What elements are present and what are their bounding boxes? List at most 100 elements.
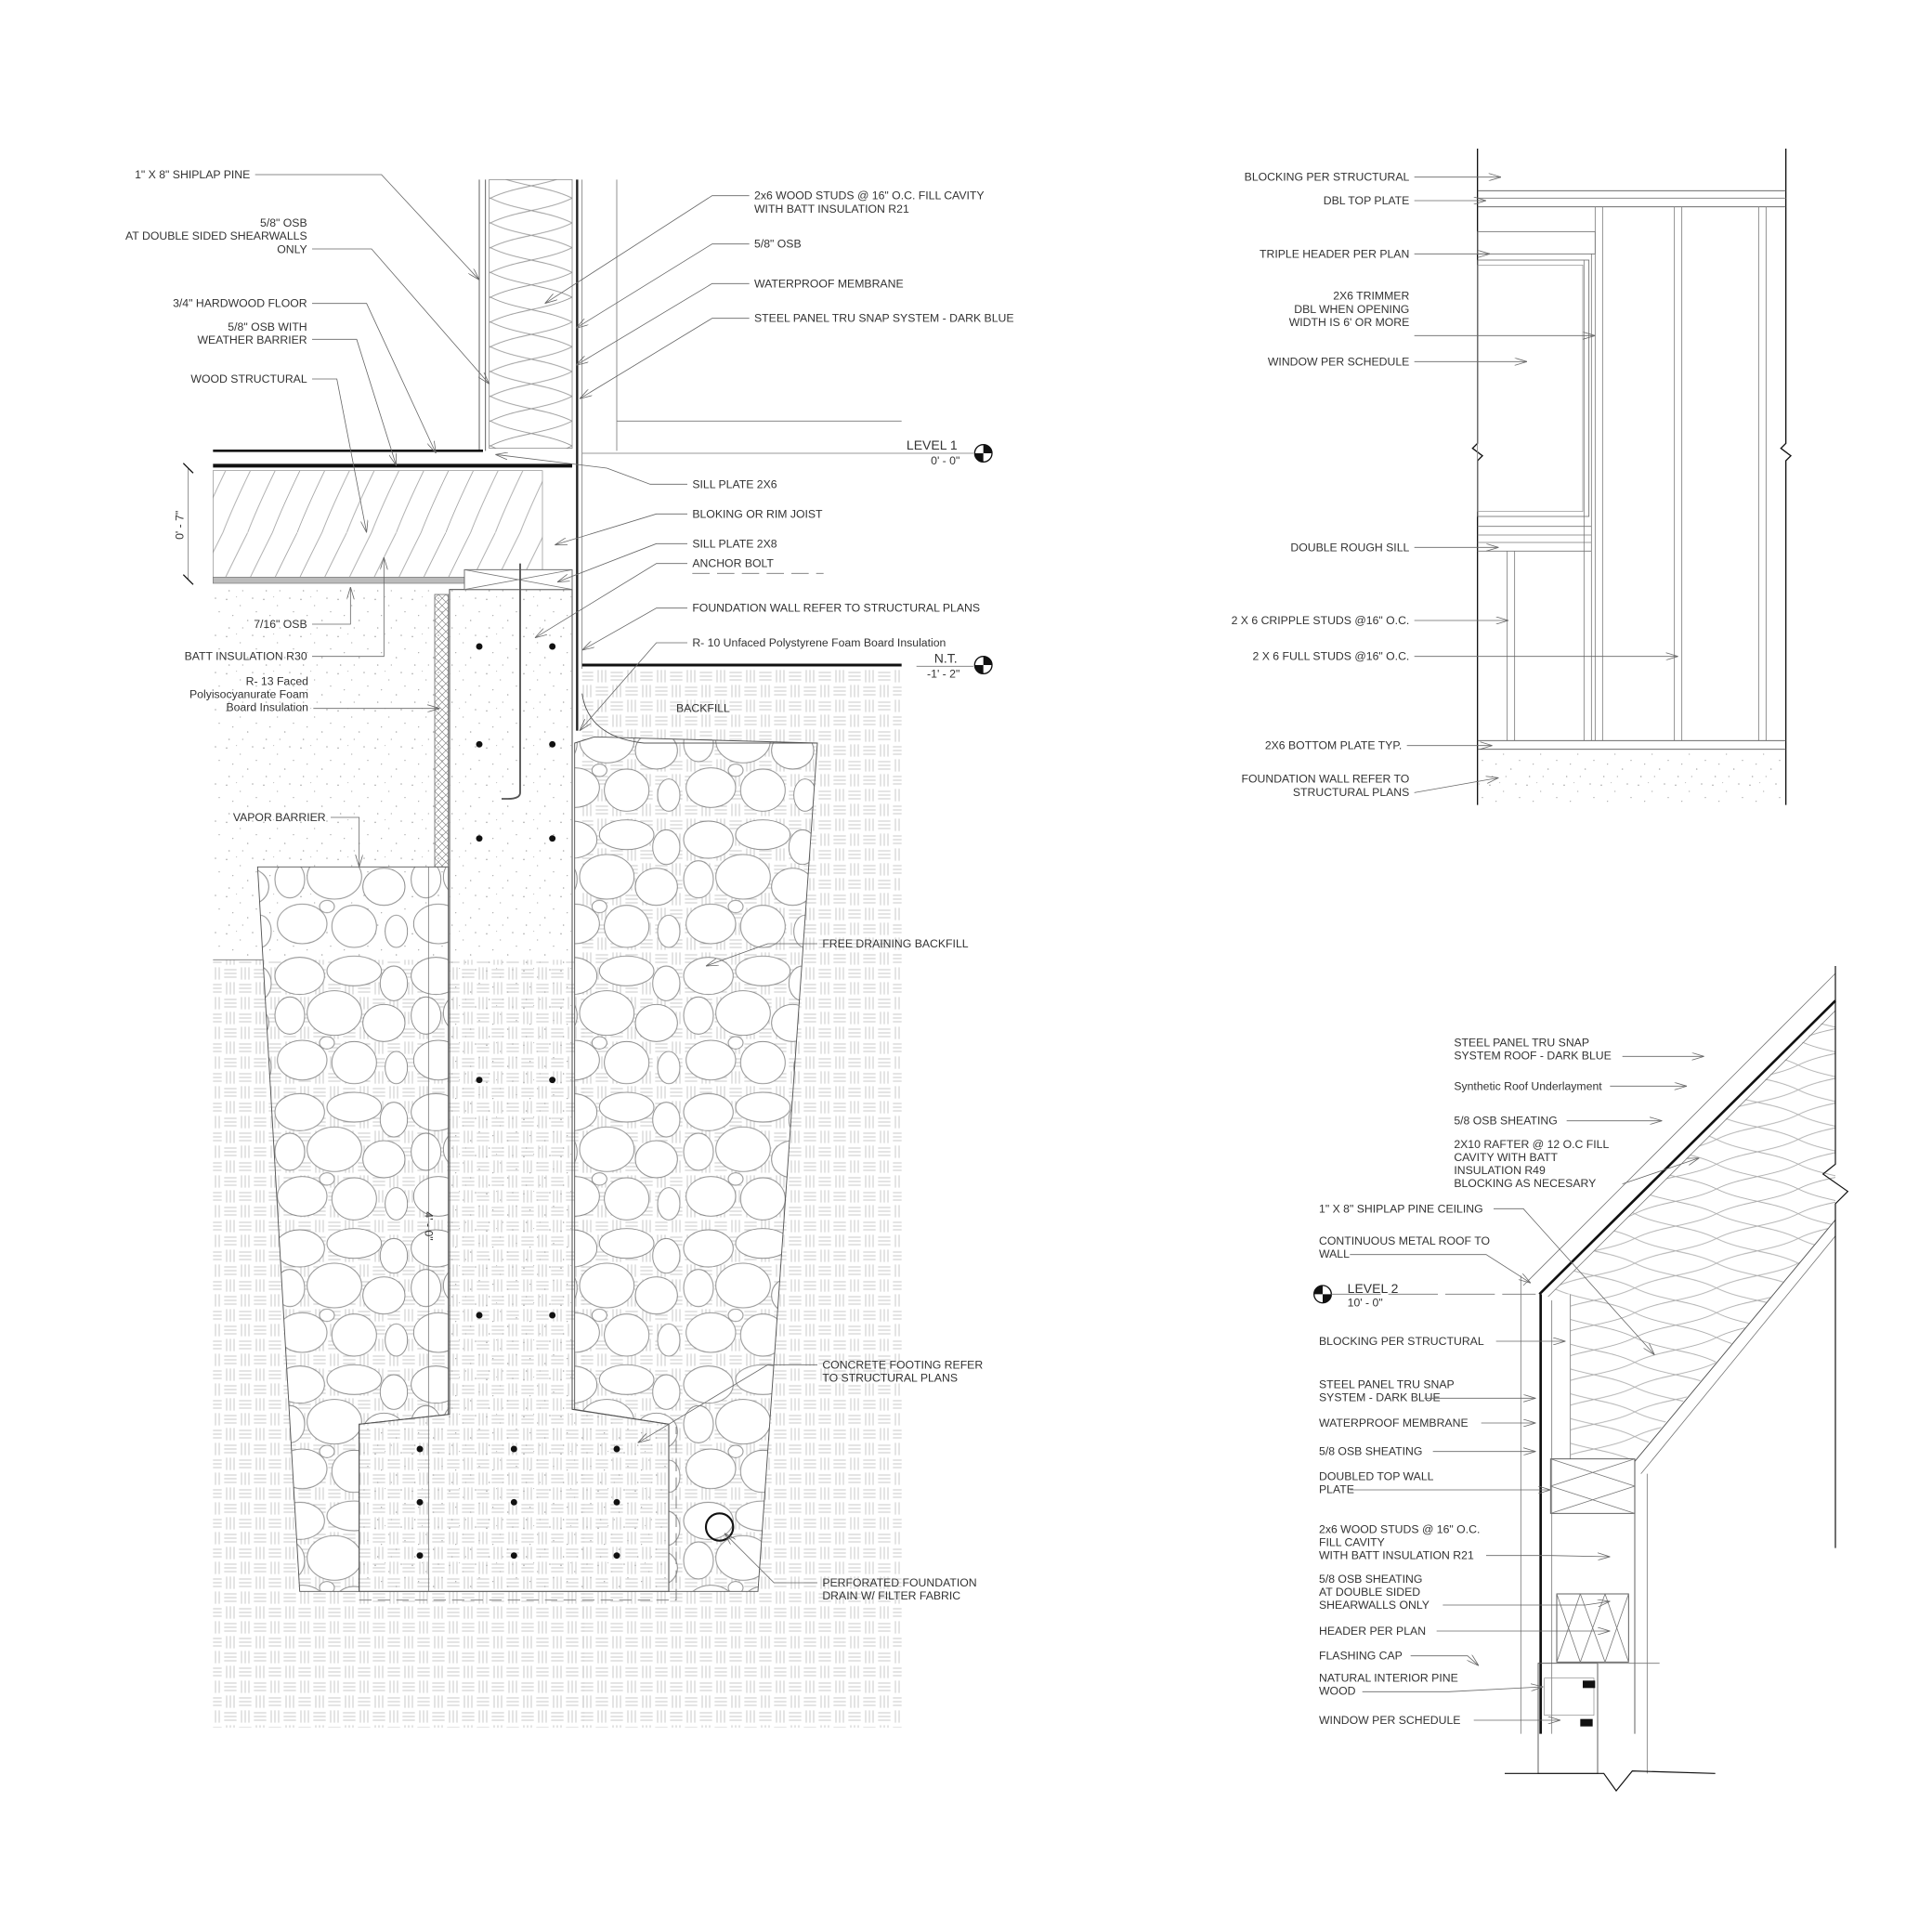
rebar (613, 1498, 620, 1506)
callout: STEEL PANEL TRU SNAP SYSTEM - DARK BLUE (580, 312, 1014, 399)
rebar (613, 1445, 620, 1453)
callout-label: HEADER PER PLAN (1319, 1625, 1426, 1638)
callout-label: TO STRUCTURAL PLANS (822, 1371, 958, 1384)
callout-label: 2x6 WOOD STUDS @ 16" O.C. (1319, 1523, 1480, 1536)
callout: 5/8" OSB (576, 238, 802, 329)
leader-arrow (535, 563, 687, 638)
callout-label: AT DOUBLE SIDED SHEARWALLS (125, 229, 307, 242)
callout-label: 1" X 8" SHIPLAP PINE CEILING (1319, 1202, 1483, 1215)
callout: BLOKING OR RIM JOIST (555, 507, 823, 544)
callout-label: 2 X 6 CRIPPLE STUDS @16" O.C. (1232, 614, 1410, 627)
callout: BLOCKING PER STRUCTURAL (1245, 171, 1501, 184)
rebar (549, 1312, 556, 1319)
callout: FREE DRAINING BACKFILL (706, 937, 969, 966)
callout-label: BLOCKING PER STRUCTURAL (1245, 171, 1410, 184)
triple-header (1477, 230, 1596, 255)
roof-eave-section: LEVEL 2 10' - 0" (1313, 966, 1849, 1792)
leader-arrow (576, 282, 750, 365)
callout-label: FILL CAVITY (1319, 1536, 1385, 1549)
nt-level-name: N.T. (934, 650, 958, 665)
nt-level-marker: N.T. -1' - 2" (916, 650, 993, 680)
callout: WATERPROOF MEMBRANE (1319, 1416, 1536, 1429)
callout: TRIPLE HEADER PER PLAN (1260, 247, 1490, 260)
leader-arrow (312, 378, 367, 532)
roof-steel-panel (1538, 999, 1836, 1296)
nt-level-elevation: -1' - 2" (927, 667, 959, 680)
roof-detail-callouts: STEEL PANEL TRU SNAP SYSTEM ROOF - DARK B… (1319, 1037, 1704, 1727)
callout-label: CAVITY WITH BATT (1454, 1151, 1558, 1164)
callout-label: 5/8 OSB SHEATING (1454, 1115, 1557, 1128)
callout: WINDOW PER SCHEDULE (1268, 355, 1527, 368)
callout-label: 7/16" OSB (254, 618, 307, 631)
callout-label: BLOCKING AS NECESARY (1454, 1177, 1596, 1190)
callout-label: WATERPROOF MEMBRANE (754, 277, 904, 290)
callout: 2x6 WOOD STUDS @ 16" O.C.FILL CAVITYWITH… (1319, 1523, 1610, 1562)
callout-label: BLOKING OR RIM JOIST (692, 507, 823, 520)
callout-label: WITH BATT INSULATION R21 (1319, 1549, 1474, 1562)
leader-arrow (1442, 1601, 1610, 1605)
perforated-drain-pipe (704, 1512, 735, 1542)
backfill-curve (581, 693, 817, 744)
level-2-elevation: 10' - 0" (1348, 1297, 1383, 1310)
callout: HEADER PER PLAN (1319, 1625, 1611, 1638)
callout: WATERPROOF MEMBRANE (576, 277, 904, 365)
leader-arrow (312, 303, 436, 453)
leader-arrow (638, 1364, 817, 1442)
callout-label: NATURAL INTERIOR PINE (1319, 1672, 1458, 1685)
callout: BLOCKING PER STRUCTURAL (1319, 1335, 1566, 1348)
wall-elevation-callouts: BLOCKING PER STRUCTURAL DBL TOP PLATE TRIP… (1232, 171, 1678, 799)
callout-label: WINDOW PER SCHEDULE (1319, 1714, 1460, 1727)
callout-label: DBL TOP PLATE (1324, 194, 1410, 207)
callout-label: 2X10 RAFTER @ 12 O.C FILL (1454, 1138, 1609, 1151)
rebar (510, 1552, 517, 1560)
level-datum-icon (973, 656, 993, 674)
callout-label: 1" X 8" SHIPLAP PINE (135, 168, 250, 181)
callout: VAPOR BARRIER (233, 811, 359, 868)
callout: 1" X 8" SHIPLAP PINE CEILING (1319, 1202, 1654, 1354)
leader-arrow (706, 943, 817, 966)
rebar (549, 1077, 556, 1084)
callout-label: DRAIN W/ FILTER FABRIC (822, 1589, 960, 1602)
callout-label: STEEL PANEL TRU SNAP SYSTEM - DARK BLUE (754, 312, 1014, 325)
leader-arrow (331, 816, 359, 868)
callout-label: FOUNDATION WALL REFER TO STRUCTURAL PLAN… (692, 602, 980, 615)
callout-label: FREE DRAINING BACKFILL (822, 937, 968, 950)
leader-arrow (312, 248, 490, 384)
callout: ANCHOR BOLT (535, 557, 774, 638)
level-datum-icon (1313, 1285, 1332, 1304)
callout-label: WINDOW PER SCHEDULE (1268, 355, 1409, 368)
osb-under-joist (212, 577, 465, 584)
callout-label: Synthetic Roof Underlayment (1454, 1079, 1602, 1092)
callout-label: CONCRETE FOOTING REFER (822, 1358, 983, 1371)
callout: DBL TOP PLATE (1324, 194, 1486, 207)
callout: R- 10 Unfaced Polystyrene Foam Board Ins… (580, 636, 946, 731)
callout-label: 5/8 OSB SHEATING (1319, 1445, 1422, 1458)
callout: 2x6 WOOD STUDS @ 16" O.C. FILL CAVITYWIT… (545, 189, 985, 304)
callout-label: R- 13 Faced (246, 674, 309, 687)
rebar (510, 1498, 517, 1506)
callout: 2X6 BOTTOM PLATE TYP. (1265, 739, 1493, 752)
dimension-joist-depth: 0' - 7" (173, 511, 186, 540)
callout-label: 5/8" OSB WITH (228, 320, 307, 333)
callout-label: SYSTEM - DARK BLUE (1319, 1391, 1441, 1404)
leader-arrow (576, 243, 750, 329)
callout-label: WALL (1319, 1247, 1350, 1260)
callout: 2 X 6 CRIPPLE STUDS @16" O.C. (1232, 614, 1508, 627)
callout-label: SHEARWALLS ONLY (1319, 1599, 1429, 1612)
rebar (476, 643, 483, 650)
wall-framing-elevation (1471, 149, 1793, 805)
roof-right-break (1821, 966, 1849, 1548)
callout-label: 2 X 6 FULL STUDS @16" O.C. (1253, 650, 1410, 663)
studs-group (1507, 206, 1767, 741)
callout-label: STEEL PANEL TRU SNAP (1319, 1378, 1455, 1391)
leader-arrow (1414, 777, 1499, 793)
callout-label: SYSTEM ROOF - DARK BLUE (1454, 1050, 1611, 1063)
